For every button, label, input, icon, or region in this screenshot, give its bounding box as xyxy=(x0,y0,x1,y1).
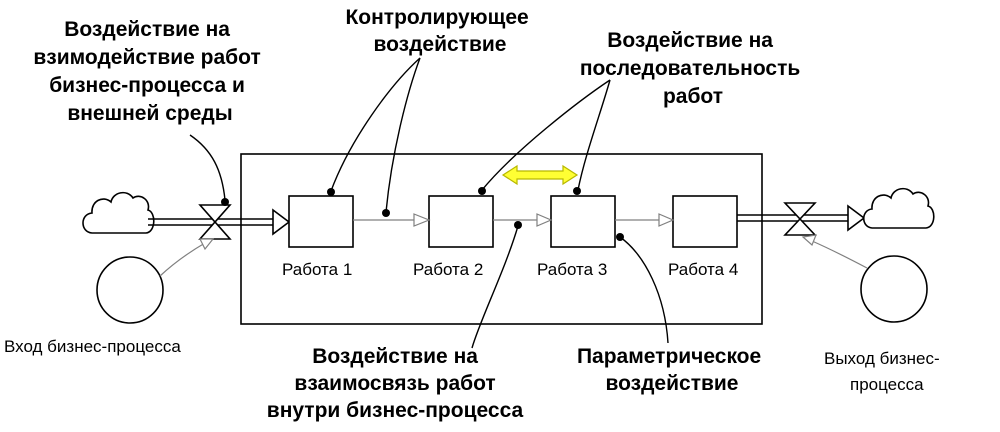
work-label-3: Работа 3 xyxy=(537,260,607,279)
callout-line: Контролирующее xyxy=(345,6,528,29)
input-flow-pipe xyxy=(148,218,275,226)
valve-icon xyxy=(783,202,817,236)
work-box-3 xyxy=(550,195,616,248)
double-arrow-icon xyxy=(501,164,579,186)
work-box-1 xyxy=(288,195,354,248)
work-label-4: Работа 4 xyxy=(668,260,738,279)
callout-line: внешней среды xyxy=(67,102,232,125)
input-label: Вход бизнес-процесса xyxy=(4,337,181,356)
output-connector-head xyxy=(801,234,817,247)
business-process-frame xyxy=(240,153,763,325)
callout-line: воздействие xyxy=(373,33,506,56)
callout-internal: Воздействие на взаимосвязь работ внутри … xyxy=(267,345,524,422)
callout-environment: Воздействие на взимодействие работ бизне… xyxy=(33,18,266,125)
callout-line: работ xyxy=(663,85,723,108)
callout-line: последовательность xyxy=(580,57,801,80)
callout-anchor-dots xyxy=(221,187,624,241)
callout-line: Воздействие на xyxy=(607,29,773,52)
callout-line: внутри бизнес-процесса xyxy=(267,399,524,422)
input-connector-head xyxy=(199,238,215,251)
output-flow-arrowhead xyxy=(847,204,866,232)
output-label-line: процесса xyxy=(850,375,924,394)
work-box-2 xyxy=(428,195,494,248)
work-box-4 xyxy=(672,195,738,248)
input-flow-arrowhead xyxy=(272,208,291,236)
callout-line: Параметрическое xyxy=(577,345,761,368)
cloud-icon xyxy=(82,191,155,234)
input-connector xyxy=(159,242,206,277)
callout-line: Воздействие на xyxy=(64,18,230,41)
circle-icon xyxy=(96,256,164,324)
circle-icon xyxy=(860,255,928,323)
work-links xyxy=(353,213,675,227)
valve-icon xyxy=(198,204,232,240)
callout-line: воздействие xyxy=(605,372,738,395)
output-label-line: Выход бизнес- xyxy=(824,349,940,368)
output-label: Выход бизнес- процесса xyxy=(824,349,944,394)
callout-line: взимодействие работ xyxy=(33,46,260,69)
callout-line: Воздействие на xyxy=(312,345,478,368)
work-label-1: Работа 1 xyxy=(282,260,352,279)
cloud-icon xyxy=(862,187,935,229)
callout-line: взаимосвязь работ xyxy=(294,372,495,395)
callout-control: Контролирующее воздействие xyxy=(345,6,534,56)
output-connector xyxy=(811,240,868,269)
output-flow-pipe xyxy=(737,214,852,222)
callout-line: бизнес-процесса и xyxy=(49,74,245,97)
callout-leaders xyxy=(189,57,669,349)
work-label-2: Работа 2 xyxy=(413,260,483,279)
callout-parametric: Параметрическое воздействие xyxy=(577,345,767,395)
callout-sequence: Воздействие на последовательность работ xyxy=(580,29,806,108)
